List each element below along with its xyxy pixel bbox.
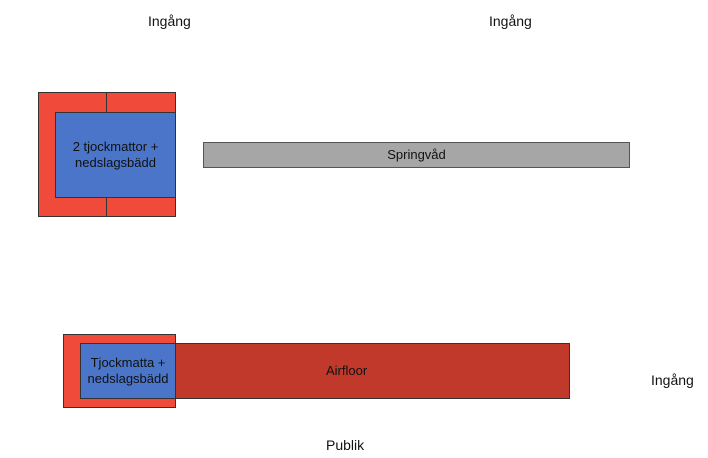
springvad-label: Springvåd [387, 147, 446, 162]
bottom-blue-mat: Tjockmatta + nedslagsbädd [80, 343, 176, 399]
bottom-mat-label: Tjockmatta + nedslagsbädd [87, 355, 169, 386]
airfloor-label: Airfloor [326, 363, 368, 378]
top-mats-label: 2 tjockmattor + nedslagsbädd [72, 139, 159, 170]
entrance-label-top-left: Ingång [148, 13, 191, 29]
audience-label: Publik [326, 437, 365, 453]
top-blue-mats: 2 tjockmattor + nedslagsbädd [55, 112, 176, 198]
springvad-runway: Springvåd [203, 142, 630, 168]
entrance-label-right: Ingång [651, 372, 694, 388]
entrance-label-top-right: Ingång [489, 13, 532, 29]
airfloor: Airfloor [174, 343, 570, 399]
